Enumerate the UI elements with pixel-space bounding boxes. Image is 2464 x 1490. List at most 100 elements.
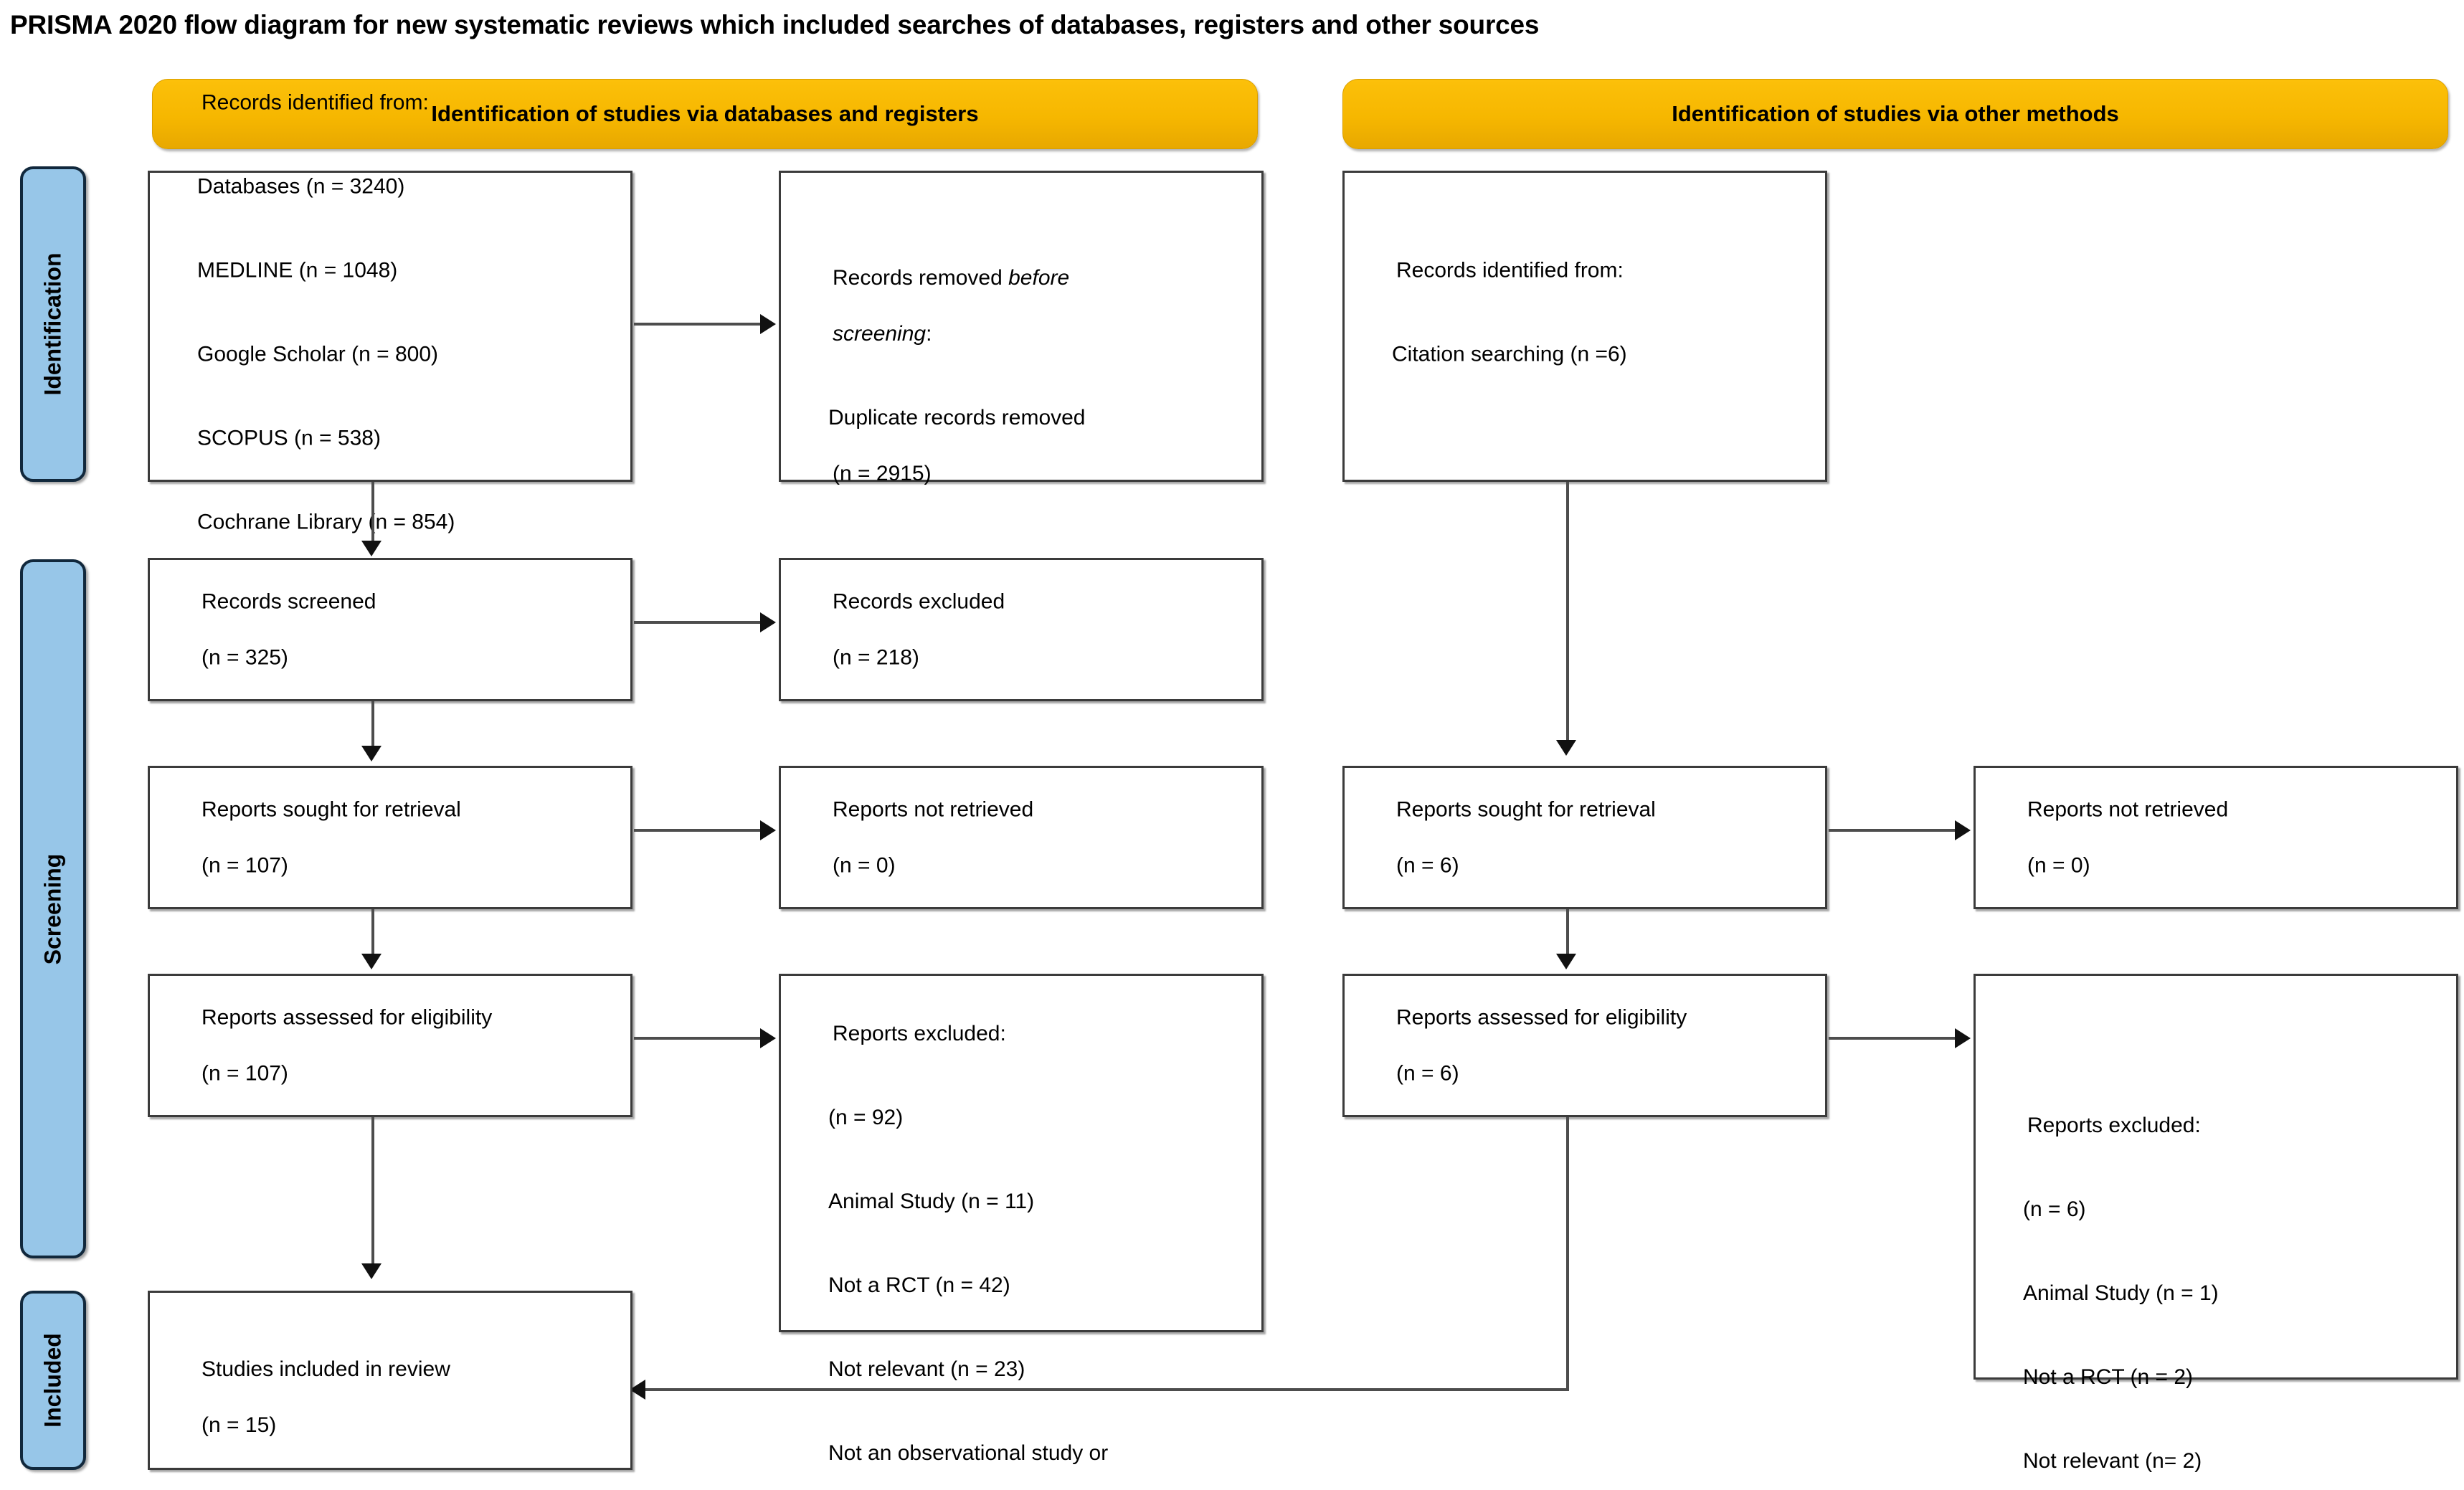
box-reports-excluded-other: Reports excluded: (n = 6) Animal Study (… bbox=[1973, 974, 2458, 1473]
box-records-removed-text: Records removed before screening: Duplic… bbox=[797, 236, 1254, 516]
arrow-assessed-to-included-db bbox=[361, 1263, 382, 1279]
records-removed-line2c: : bbox=[926, 322, 932, 346]
reports-excluded-other-line4: Not a RCT (n = 2) bbox=[2023, 1365, 2194, 1389]
reports-sought-db-line2: (n = 107) bbox=[202, 853, 288, 878]
box-records-identified: Records identified from: Databases (n = … bbox=[148, 91, 632, 534]
records-excluded-line2: (n = 218) bbox=[833, 645, 919, 670]
records-identified-line4: Google Scholar (n = 800) bbox=[197, 342, 439, 366]
records-removed-line1b: before bbox=[1008, 266, 1070, 290]
reports-excluded-db-line4: Not a RCT (n = 42) bbox=[828, 1273, 1010, 1297]
connector-assessed-to-excluded-db bbox=[634, 1037, 763, 1040]
page-title: PRISMA 2020 flow diagram for new systema… bbox=[10, 10, 1540, 39]
connector-other-identified-to-sought bbox=[1566, 482, 1569, 747]
records-removed-line4: (n = 2915) bbox=[833, 462, 932, 485]
box-reports-not-retrieved-databases: Reports not retrieved (n = 0) bbox=[779, 766, 1264, 909]
arrow-identified-to-removed bbox=[760, 314, 776, 334]
box-studies-included-text: Studies included in review (n = 15) bbox=[166, 1327, 623, 1467]
records-identified-line6: Cochrane Library (n = 854) bbox=[197, 510, 455, 534]
box-records-screened-text: Records screened (n = 325) bbox=[166, 560, 623, 700]
reports-assessed-other-line2: (n = 6) bbox=[1396, 1061, 1459, 1086]
box-reports-excluded-databases-text: Reports excluded: (n = 92) Animal Study … bbox=[797, 992, 1254, 1490]
records-identified-line3: MEDLINE (n = 1048) bbox=[197, 258, 398, 283]
arrow-assessed-to-excluded-other bbox=[1955, 1028, 1971, 1048]
reports-not-retrieved-db-line2: (n = 0) bbox=[833, 853, 896, 878]
arrow-sought-to-notretrieved-db bbox=[760, 820, 776, 840]
reports-excluded-db-line6: Not an observational study or bbox=[828, 1441, 1109, 1465]
studies-included-line2: (n = 15) bbox=[202, 1413, 277, 1437]
arrow-sought-to-notretrieved-other bbox=[1955, 820, 1971, 840]
arrow-sought-to-assessed-other bbox=[1556, 954, 1576, 969]
box-reports-assessed-databases-text: Reports assessed for eligibility (n = 10… bbox=[166, 976, 623, 1116]
box-records-identified-text: Records identified from: Databases (n = … bbox=[166, 61, 623, 592]
connector-sought-to-notretrieved-db bbox=[634, 829, 763, 832]
column-header-databases-label: Identification of studies via databases … bbox=[431, 101, 979, 126]
connector-sought-to-assessed-other bbox=[1566, 909, 1569, 959]
stage-label-identification: Identification bbox=[39, 252, 66, 396]
box-reports-assessed-other: Reports assessed for eligibility (n = 6) bbox=[1342, 974, 1827, 1117]
box-reports-not-retrieved-other: Reports not retrieved (n = 0) bbox=[1973, 766, 2458, 909]
stage-label-included: Included bbox=[39, 1333, 66, 1428]
reports-excluded-other-line2: (n = 6) bbox=[2023, 1197, 2086, 1221]
records-excluded-line1: Records excluded bbox=[833, 589, 1005, 614]
records-removed-line1a: Records removed bbox=[833, 266, 1009, 290]
connector-assessed-to-included-db bbox=[371, 1117, 374, 1268]
connector-screened-to-sought bbox=[371, 701, 374, 751]
column-header-other-methods: Identification of studies via other meth… bbox=[1342, 79, 2448, 149]
box-reports-excluded-other-text: Reports excluded: (n = 6) Animal Study (… bbox=[1991, 1083, 2449, 1490]
reports-assessed-other-line1: Reports assessed for eligibility bbox=[1396, 1005, 1687, 1030]
stage-bar-screening: Screening bbox=[20, 559, 86, 1258]
box-records-excluded: Records excluded (n = 218) bbox=[779, 558, 1264, 701]
reports-not-retrieved-other-line1: Reports not retrieved bbox=[2027, 797, 2229, 822]
records-identified-line1: Records identified from: bbox=[202, 90, 429, 115]
connector-assessed-to-excluded-other bbox=[1829, 1037, 1958, 1040]
reports-excluded-other-line3: Animal Study (n = 1) bbox=[2023, 1281, 2219, 1305]
reports-not-retrieved-other-line2: (n = 0) bbox=[2027, 853, 2090, 878]
other-identified-line2: Citation searching (n =6) bbox=[1392, 342, 1627, 366]
arrow-screened-to-sought bbox=[361, 746, 382, 761]
connector-identified-to-screened bbox=[371, 482, 374, 548]
box-reports-not-retrieved-databases-text: Reports not retrieved (n = 0) bbox=[797, 768, 1254, 908]
records-removed-line3: Duplicate records removed bbox=[828, 406, 1086, 430]
other-identified-line1: Records identified from: bbox=[1396, 258, 1624, 283]
box-reports-assessed-databases: Reports assessed for eligibility (n = 10… bbox=[148, 974, 632, 1117]
column-header-databases: Identification of studies via databases … bbox=[152, 79, 1258, 149]
reports-excluded-db-line2: (n = 92) bbox=[828, 1106, 904, 1129]
box-other-identified: Records identified from: Citation search… bbox=[1342, 171, 1827, 482]
box-records-excluded-text: Records excluded (n = 218) bbox=[797, 560, 1254, 700]
box-reports-not-retrieved-other-text: Reports not retrieved (n = 0) bbox=[1991, 768, 2449, 908]
arrow-screened-to-excluded bbox=[760, 612, 776, 632]
box-reports-sought-databases: Reports sought for retrieval (n = 107) bbox=[148, 766, 632, 909]
box-reports-sought-databases-text: Reports sought for retrieval (n = 107) bbox=[166, 768, 623, 908]
connector-assessed-other-to-included-vertical bbox=[1566, 1117, 1569, 1391]
reports-assessed-db-line2: (n = 107) bbox=[202, 1061, 288, 1086]
connector-sought-to-assessed-db bbox=[371, 909, 374, 959]
reports-excluded-db-line1: Reports excluded: bbox=[833, 1022, 1006, 1045]
records-screened-line1: Records screened bbox=[202, 589, 376, 614]
connector-screened-to-excluded bbox=[634, 621, 763, 624]
box-reports-assessed-other-text: Reports assessed for eligibility (n = 6) bbox=[1360, 976, 1818, 1116]
records-identified-line5: SCOPUS (n = 538) bbox=[197, 426, 381, 450]
connector-identified-to-removed bbox=[634, 323, 763, 326]
records-removed-line2b: screening bbox=[833, 322, 927, 346]
reports-excluded-other-line5: Not relevant (n= 2) bbox=[2023, 1449, 2202, 1473]
studies-included-line1: Studies included in review bbox=[202, 1357, 450, 1381]
arrow-assessed-to-excluded-db bbox=[760, 1028, 776, 1048]
reports-excluded-db-line3: Animal Study (n = 11) bbox=[828, 1190, 1035, 1213]
reports-sought-db-line1: Reports sought for retrieval bbox=[202, 797, 461, 822]
box-reports-sought-other: Reports sought for retrieval (n = 6) bbox=[1342, 766, 1827, 909]
records-identified-line2: Databases (n = 3240) bbox=[197, 174, 405, 199]
arrow-identified-to-screened bbox=[361, 541, 382, 556]
box-other-identified-text: Records identified from: Citation search… bbox=[1360, 229, 1818, 424]
box-records-removed: Records removed before screening: Duplic… bbox=[779, 171, 1264, 485]
reports-excluded-other-line1: Reports excluded: bbox=[2027, 1114, 2201, 1137]
reports-sought-other-line2: (n = 6) bbox=[1396, 853, 1459, 878]
box-studies-included: Studies included in review (n = 15) bbox=[148, 1291, 632, 1470]
box-reports-excluded-databases: Reports excluded: (n = 92) Animal Study … bbox=[779, 974, 1264, 1465]
arrow-assessed-other-to-included bbox=[630, 1380, 645, 1400]
arrow-other-identified-to-sought bbox=[1556, 740, 1576, 756]
stage-label-screening: Screening bbox=[39, 853, 66, 964]
arrow-sought-to-assessed-db bbox=[361, 954, 382, 969]
records-screened-line2: (n = 325) bbox=[202, 645, 288, 670]
connector-sought-to-notretrieved-other bbox=[1829, 829, 1958, 832]
